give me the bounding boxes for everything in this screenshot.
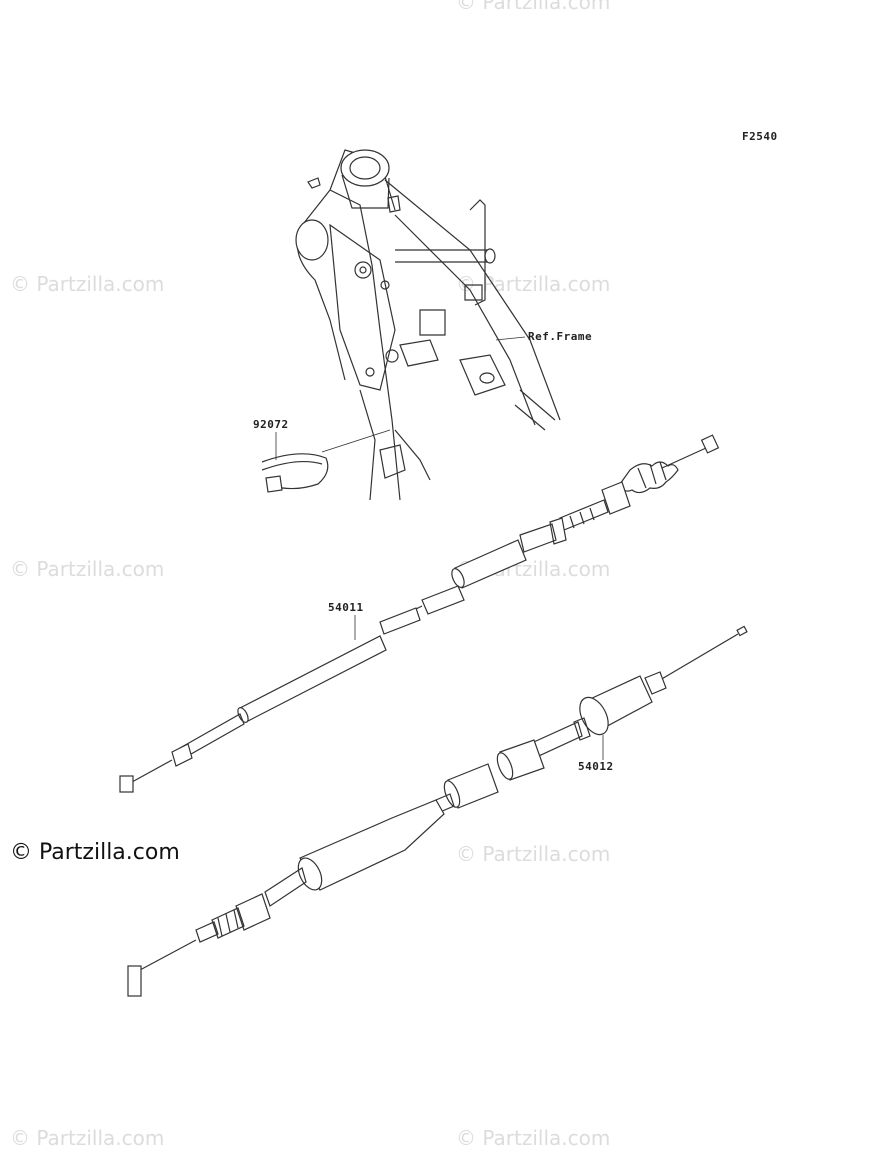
cable-54012-illustration <box>127 625 748 997</box>
callout-part-54012[interactable]: 54012 <box>578 760 614 773</box>
watermark-text: © Partzilla.com <box>10 272 165 296</box>
figure-code-label: F2540 <box>742 130 778 143</box>
cable-54011-illustration <box>119 434 720 793</box>
watermark-text: © Partzilla.com <box>10 557 165 581</box>
watermark-text: © Partzilla.com <box>456 842 611 866</box>
watermark-text-strong: © Partzilla.com <box>10 840 180 865</box>
watermark-text: © Partzilla.com <box>456 1126 611 1150</box>
frame-illustration <box>295 149 561 501</box>
watermark-text: © Partzilla.com <box>10 1126 165 1150</box>
cable-tie-illustration <box>261 453 329 493</box>
callout-part-54011[interactable]: 54011 <box>328 601 364 614</box>
callout-ref-frame: Ref.Frame <box>528 330 593 343</box>
watermark-text: © Partzilla.com <box>456 0 611 14</box>
callout-part-92072[interactable]: 92072 <box>253 418 289 431</box>
